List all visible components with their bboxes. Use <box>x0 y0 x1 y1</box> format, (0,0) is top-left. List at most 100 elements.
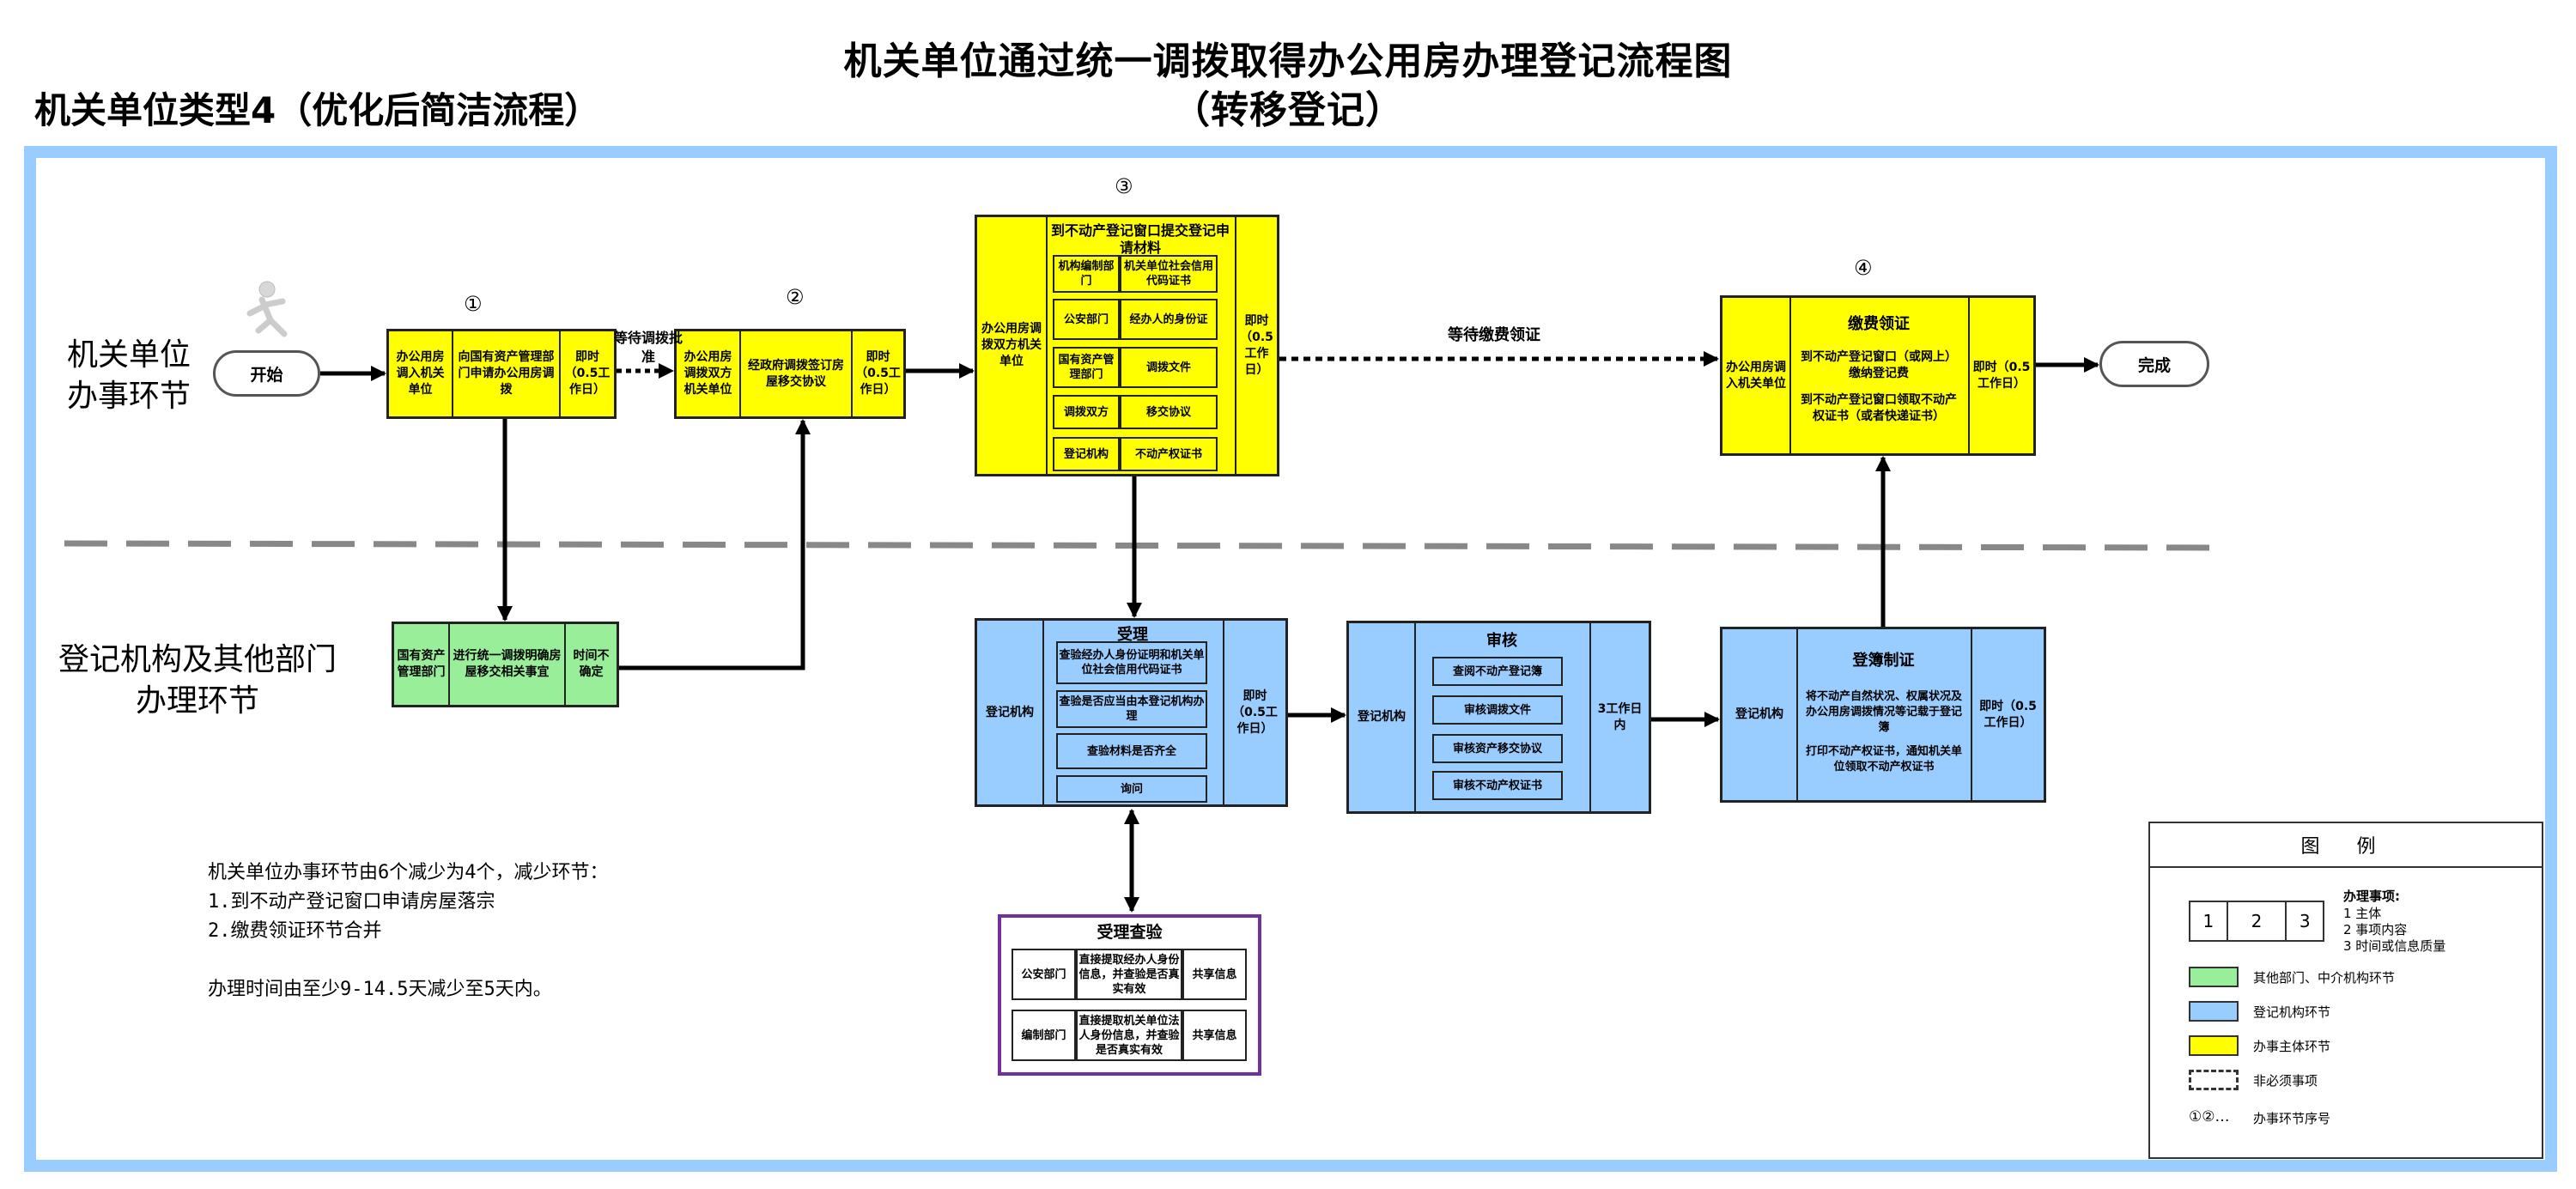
legend-swatch-dashed <box>2189 1070 2239 1090</box>
lane-label-applicant-line1: 机关单位 <box>66 337 191 373</box>
legend-item-3: 3 时间或信息质量 <box>2343 938 2446 954</box>
note-line: 2.缴费领证环节合并 <box>208 920 382 942</box>
check-row-dept: 编制部门 <box>1012 1010 1076 1061</box>
check-row-dept: 公安部门 <box>1012 949 1076 1000</box>
step3-row-dept: 公安部门 <box>1053 299 1120 340</box>
flow-type-subtitle: 机关单位类型4（优化后简洁流程） <box>34 89 601 131</box>
check-row-content: 直接提取机关单位法人身份信息，并查验是否真实有效 <box>1076 1010 1182 1061</box>
page-title-sub: （转移登记） <box>1172 88 1404 132</box>
register-line2: 打印不动产权证书，通知机关单位领取不动产权证书 <box>1805 745 1962 773</box>
lane-label-registry-line2: 办理环节 <box>135 683 259 719</box>
step3-row-material: 调拨文件 <box>1120 347 1218 388</box>
legend-swatch-blue <box>2189 1001 2239 1022</box>
review-item: 审核不动产权证书 <box>1432 771 1563 800</box>
register-line1: 将不动产自然状况、权属状况及办公用房调拨情况等记载于登记簿 <box>1805 690 1962 734</box>
accept-item: 查验是否应当由本登记机构办理 <box>1056 690 1207 728</box>
end-node: 完成 <box>2099 341 2209 387</box>
register-time: 即时（0.5工作日） <box>1979 699 2037 730</box>
legend-cell-1: 1 <box>2190 902 2228 940</box>
legend-swatch-green <box>2189 967 2239 987</box>
review-heading: 审核 <box>1486 632 1517 650</box>
step1-subject: 办公用房调入机关单位 <box>389 331 453 416</box>
accept-item: 询问 <box>1056 775 1207 803</box>
accept-item: 查验材料是否齐全 <box>1056 733 1207 769</box>
legend-title: 图 例 <box>2150 823 2542 868</box>
register-heading: 登簿制证 <box>1852 652 1915 670</box>
arrow-green-step2 <box>619 419 811 670</box>
step4-content: 缴费领证 到不动产登记窗口（或网上）缴纳登记费 到不动产登记窗口领取不动产权证书… <box>1791 298 1970 453</box>
step3-row-material: 机关单位社会信用代码证书 <box>1120 255 1218 293</box>
step4-time: 即时（0.5工作日） <box>1972 360 2031 391</box>
step3-subject: 办公用房调拨双方机关单位 <box>977 217 1048 474</box>
step-number-4: ④ <box>1854 256 1873 280</box>
step2-box: 办公用房调拨双方机关单位 经政府调拨签订房屋移交协议 即时（0.5工作日） <box>674 329 906 419</box>
legend-swatch-yellow <box>2189 1035 2239 1056</box>
legend-yellow-label: 办事主体环节 <box>2253 1039 2331 1054</box>
running-person-icon <box>246 281 288 337</box>
step4-box: 办公用房调入机关单位 缴费领证 到不动产登记窗口（或网上）缴纳登记费 到不动产登… <box>1720 295 2036 456</box>
step3-row-dept: 机构编制部门 <box>1053 255 1120 293</box>
note-line: 办理时间由至少9-14.5天减少至5天内。 <box>208 979 552 1000</box>
state-asset-content: 进行统一调拨明确房屋移交相关事宜 <box>450 624 566 705</box>
state-asset-time: 时间不确定 <box>573 649 610 679</box>
legend-items-title: 办理事项: <box>2343 889 2400 904</box>
legend: 图 例 1 2 3 办理事项: 1 主体 2 事项内容 3 时间或信息质量 其他… <box>2148 822 2543 1159</box>
wait-approval-label: 等待调拨批准 <box>614 330 683 365</box>
lane-divider <box>64 540 2216 551</box>
step3-row-dept: 登记机构 <box>1053 437 1120 471</box>
legend-green-label: 其他部门、中介机构环节 <box>2253 970 2396 986</box>
accept-time: 即时（0.5工作日） <box>1232 689 1278 736</box>
lane-label-registry: 登记机构及其他部门 办理环节 <box>52 640 343 722</box>
review-subject: 登记机构 <box>1349 623 1416 811</box>
legend-cell-2: 2 <box>2228 902 2287 940</box>
step2-time: 即时（0.5工作日） <box>855 350 901 397</box>
wait-fee-label: 等待缴费领证 <box>1448 326 1540 344</box>
step3-row-dept: 调拨双方 <box>1053 395 1120 429</box>
step3-row-material: 不动产权证书 <box>1120 437 1218 471</box>
legend-cell-3: 3 <box>2299 911 2311 931</box>
review-item: 审核调拨文件 <box>1432 695 1563 725</box>
review-box: 登记机构 审核 3工作日内 <box>1346 621 1651 814</box>
legend-item-2: 2 事项内容 <box>2343 922 2408 937</box>
lane-label-applicant-line2: 办事环节 <box>66 379 191 414</box>
step1-content: 向国有资产管理部门申请办公用房调拨 <box>453 331 561 416</box>
step3-row-dept: 国有资产管理部门 <box>1053 347 1120 388</box>
step1-box: 办公用房调入机关单位 向国有资产管理部门申请办公用房调拨 即时（0.5工作日） <box>386 329 617 419</box>
state-asset-subject: 国有资产管理部门 <box>394 624 450 705</box>
legend-seq-symbol: ①②… <box>2189 1108 2230 1125</box>
step4-line2: 到不动产登记窗口领取不动产权证书（或者快递证书） <box>1801 393 1957 423</box>
step3-row-material: 移交协议 <box>1120 395 1218 429</box>
acceptance-check-box: 受理查验 <box>998 914 1261 1076</box>
step3-row-material: 经办人的身份证 <box>1120 299 1218 340</box>
accept-heading: 受理 <box>1117 626 1148 644</box>
step4-heading: 缴费领证 <box>1848 315 1910 333</box>
note-line: 机关单位办事环节由6个减少为4个，减少环节： <box>208 862 609 883</box>
step2-subject: 办公用房调拨双方机关单位 <box>677 331 741 416</box>
legend-blue-label: 登记机构环节 <box>2253 1004 2331 1020</box>
step-number-2: ② <box>786 285 805 309</box>
page-title: 机关单位通过统一调拨取得办公用房办理登记流程图 <box>843 39 1733 83</box>
step-number-3: ③ <box>1115 174 1133 198</box>
lane-label-registry-line1: 登记机构及其他部门 <box>58 642 337 677</box>
check-row-content: 直接提取经办人身份信息，并查验是否真实有效 <box>1076 949 1182 1000</box>
legend-item-1: 1 主体 <box>2343 906 2382 921</box>
check-row-info: 共享信息 <box>1182 949 1247 1000</box>
step3-materials: 到不动产登记窗口提交登记申请材料 <box>1048 217 1236 474</box>
lane-label-applicant: 机关单位 办事环节 <box>52 335 206 417</box>
step4-line1: 到不动产登记窗口（或网上）缴纳登记费 <box>1801 350 1957 380</box>
step4-subject: 办公用房调入机关单位 <box>1722 298 1791 453</box>
step1-time: 即时（0.5工作日） <box>564 350 611 397</box>
acceptance-check-heading: 受理查验 <box>1097 923 1163 942</box>
step3-box: 办公用房调拨双方机关单位 到不动产登记窗口提交登记申请材料 即时（0.5工作日） <box>975 215 1279 476</box>
step3-time: 即时（0.5工作日） <box>1240 313 1273 377</box>
review-item: 审核资产移交协议 <box>1432 734 1563 763</box>
review-item: 查阅不动产登记簿 <box>1432 657 1563 686</box>
review-content: 审核 <box>1416 623 1591 811</box>
check-row-info: 共享信息 <box>1182 1010 1247 1061</box>
legend-seq-label: 办事环节序号 <box>2253 1111 2331 1126</box>
register-box: 登记机构 登簿制证 将不动产自然状况、权属状况及办公用房调拨情况等记载于登记簿 … <box>1720 627 2046 803</box>
start-node: 开始 <box>213 350 320 397</box>
accept-subject: 登记机构 <box>977 621 1044 804</box>
review-time: 3工作日内 <box>1597 701 1643 732</box>
